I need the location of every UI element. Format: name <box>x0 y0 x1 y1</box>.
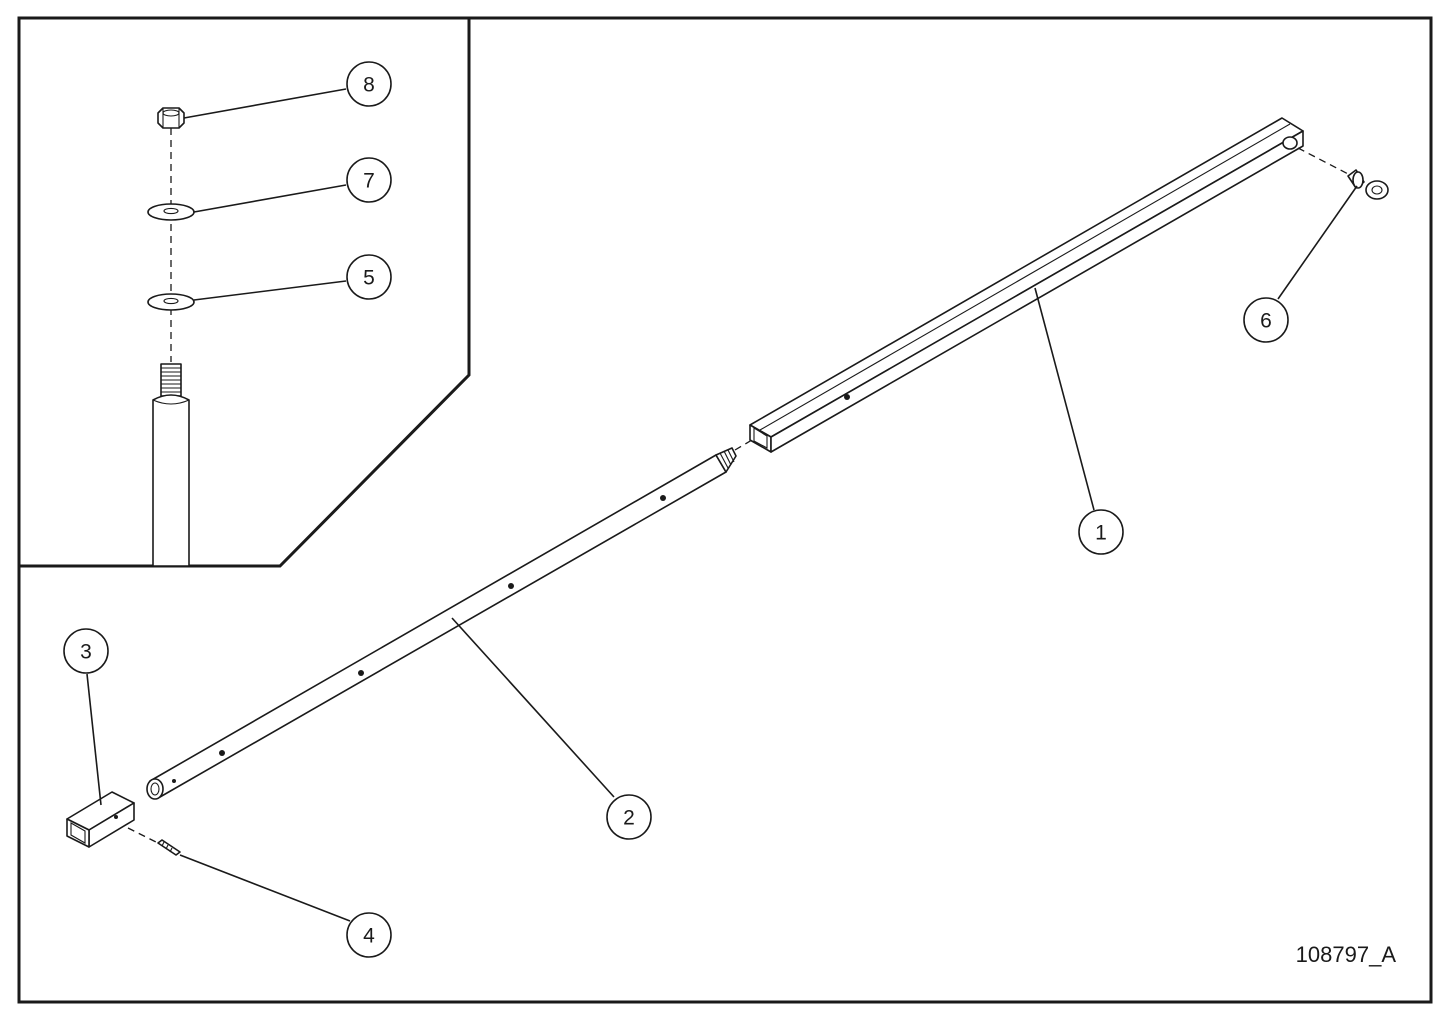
drawing-number: 108797_A <box>1295 942 1396 967</box>
leader-4 <box>179 854 351 922</box>
callout-7: 7 <box>346 157 392 203</box>
svg-text:1: 1 <box>1095 522 1107 545</box>
detail-inset-border <box>19 18 471 568</box>
assembly-axis-pin <box>1297 147 1353 177</box>
leader-1 <box>1034 287 1095 511</box>
part-square-sleeve <box>66 791 135 848</box>
callout-1: 1 <box>1078 509 1124 555</box>
callout-2: 2 <box>606 794 652 840</box>
leader-2 <box>451 617 615 798</box>
part-square-tube <box>749 117 1304 453</box>
leader-3 <box>86 673 102 806</box>
part-lock-washer <box>147 293 195 311</box>
svg-text:2: 2 <box>623 807 635 830</box>
callout-8: 8 <box>346 61 392 107</box>
callout-6: 6 <box>1243 297 1289 343</box>
leader-8 <box>183 88 347 119</box>
svg-text:8: 8 <box>363 74 375 97</box>
svg-text:5: 5 <box>363 267 375 290</box>
part-roll-pin <box>157 839 181 856</box>
part-threaded-post-detail <box>152 363 190 567</box>
part-nut <box>157 107 185 129</box>
svg-text:3: 3 <box>80 641 92 664</box>
callout-3: 3 <box>63 628 109 674</box>
svg-text:7: 7 <box>363 170 375 193</box>
part-pin <box>1347 169 1389 200</box>
leader-5 <box>193 280 347 301</box>
callout-4: 4 <box>346 912 392 958</box>
leader-7 <box>193 184 347 213</box>
assembly-axis-roll-pin <box>127 827 161 845</box>
assembly-axis-rod <box>734 439 753 451</box>
callout-5: 5 <box>346 254 392 300</box>
leader-6 <box>1277 185 1358 300</box>
svg-text:4: 4 <box>363 925 375 948</box>
svg-text:6: 6 <box>1260 310 1272 333</box>
part-round-rod <box>146 447 737 800</box>
part-flat-washer <box>147 203 195 221</box>
drawing-border <box>17 16 1433 1004</box>
detail-inset <box>147 88 347 567</box>
